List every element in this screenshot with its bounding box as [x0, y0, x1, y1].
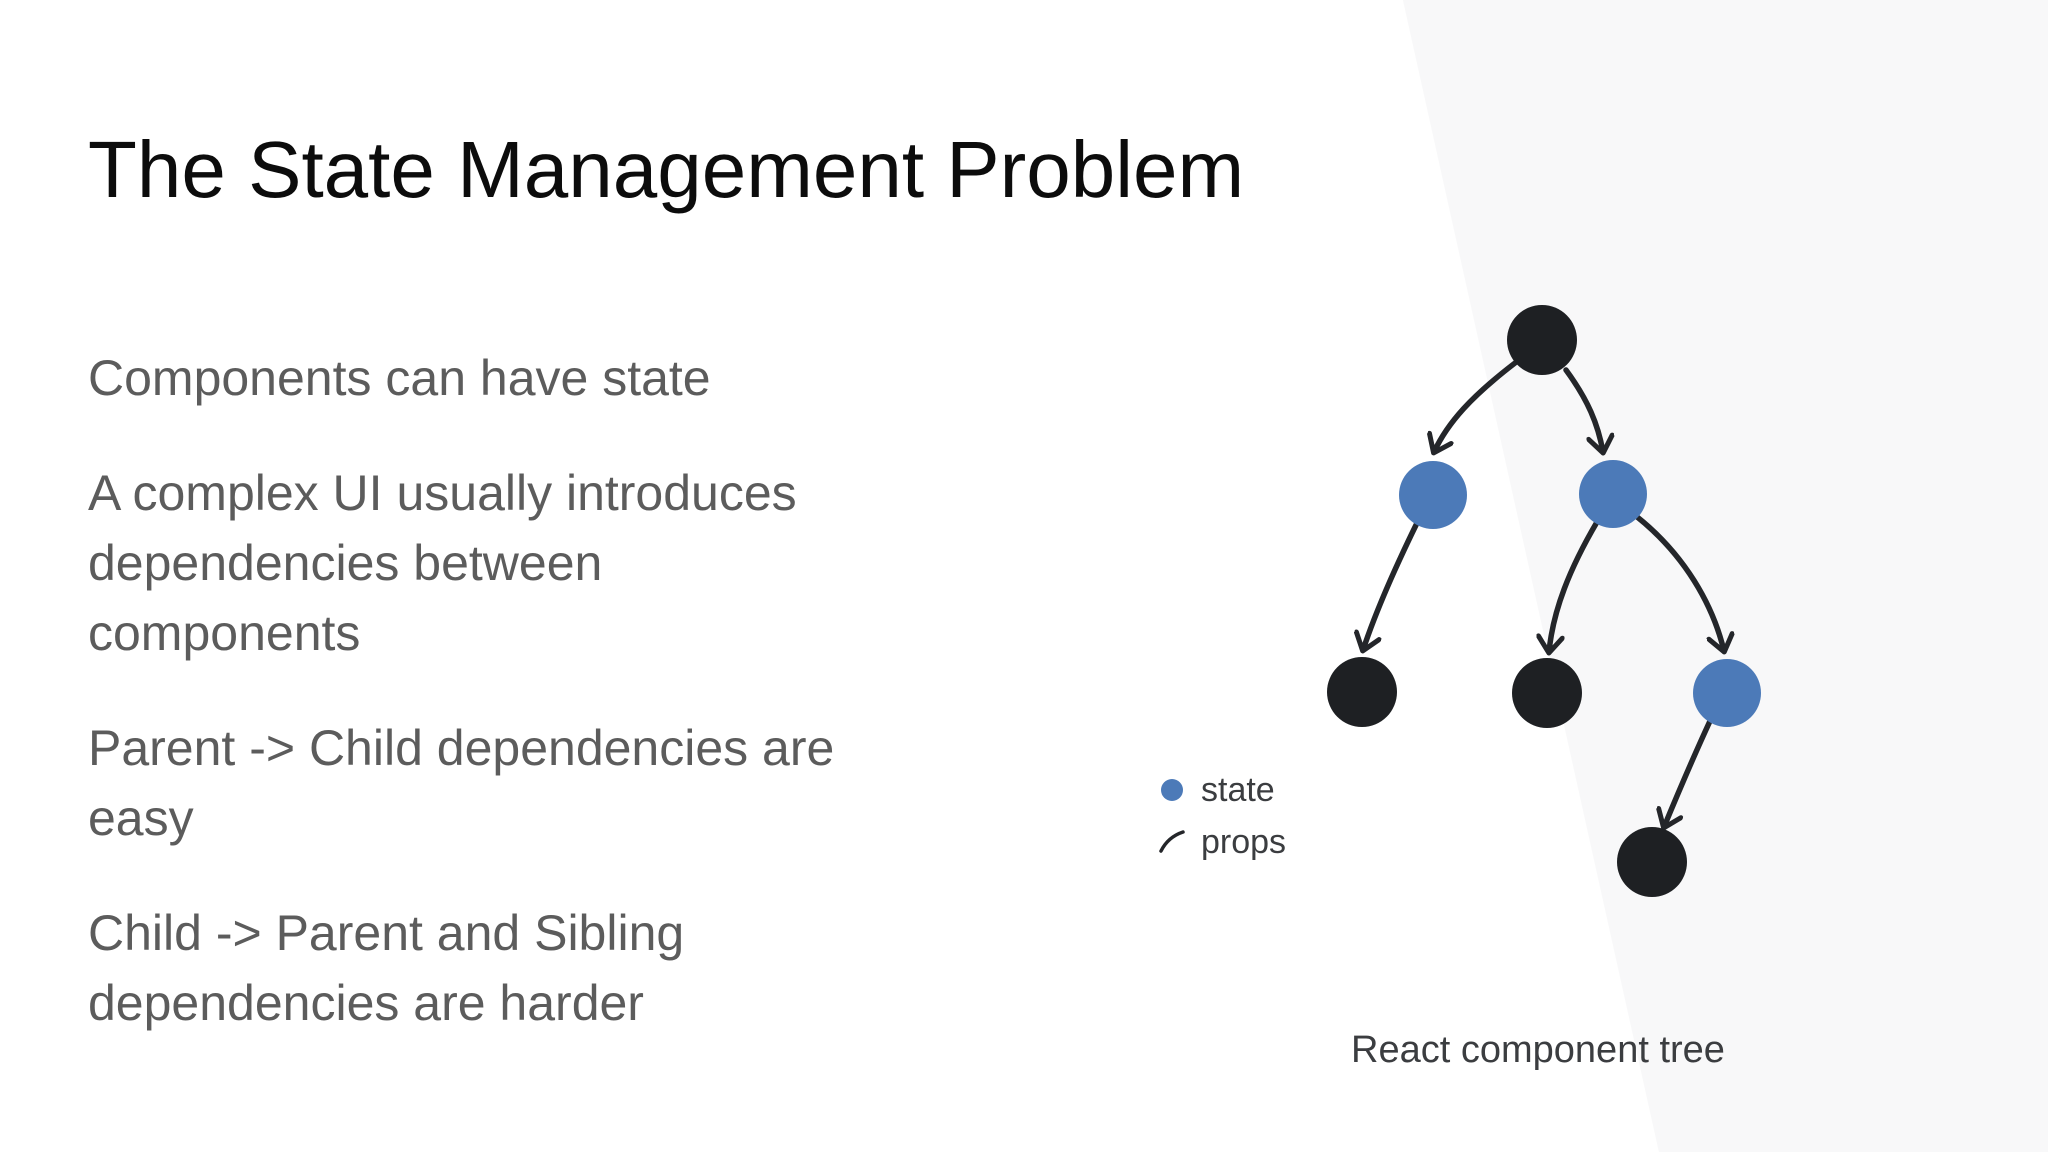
- props-edge-root-to-left-child: [1434, 360, 1518, 452]
- state-node-icon: [1161, 779, 1183, 801]
- diagram-caption: React component tree: [1351, 1029, 1725, 1071]
- legend: state props: [1158, 766, 1286, 866]
- props-edge-root-to-right-child: [1563, 367, 1603, 452]
- bullet-paragraph-3: Parent -> Child dependencies are easy: [88, 720, 835, 846]
- tree-nodes: [1327, 305, 1761, 897]
- props-edge-left-child-to-grandchild-1: [1363, 520, 1420, 650]
- tree-node-grandchild-3: [1693, 659, 1761, 727]
- bullet-paragraph-4: Child -> Parent and Sibling dependencies…: [88, 905, 685, 1031]
- bullet-paragraph-1: Components can have state: [88, 350, 711, 406]
- react-component-tree-diagram: state props React component tree: [1100, 200, 2000, 1100]
- tree-edges: [1363, 360, 1724, 827]
- legend-label-props: props: [1201, 822, 1287, 861]
- tree-node-left-child: [1399, 461, 1467, 529]
- tree-node-right-child: [1579, 460, 1647, 528]
- props-edge-grandchild-3-to-great-grandchild: [1664, 718, 1713, 827]
- tree-node-grandchild-1: [1327, 657, 1397, 727]
- legend-item-state: state: [1158, 766, 1286, 814]
- slide-title: The State Management Problem: [88, 125, 1245, 214]
- bullet-list: Components can have state A complex UI u…: [88, 343, 928, 1083]
- legend-label-state: state: [1201, 770, 1275, 809]
- props-edge-icon: [1159, 830, 1185, 853]
- bullet-paragraph-2: A complex UI usually introduces dependen…: [88, 465, 797, 661]
- props-edge-right-child-to-grandchild-2: [1549, 519, 1600, 652]
- legend-item-props: props: [1158, 818, 1286, 866]
- props-edge-right-child-to-grandchild-3: [1633, 513, 1724, 651]
- tree-node-great-grandchild: [1617, 827, 1687, 897]
- tree-node-root: [1507, 305, 1577, 375]
- tree-node-grandchild-2: [1512, 658, 1582, 728]
- tree-graphic: [1327, 305, 1761, 897]
